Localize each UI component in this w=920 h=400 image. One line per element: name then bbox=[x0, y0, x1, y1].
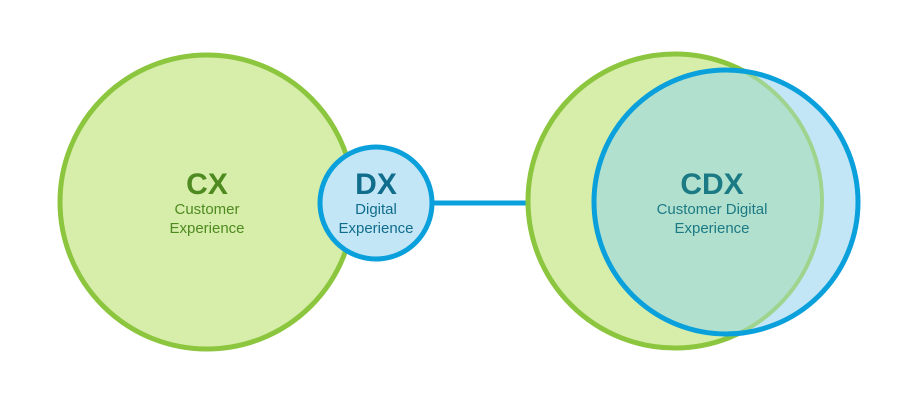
cx-dx-group: CX Customer Experience DX Digital Experi… bbox=[57, 52, 435, 352]
cdx-group: CDX Customer Digital Experience bbox=[525, 51, 861, 351]
dx-abbr: DX bbox=[355, 168, 397, 201]
cdx-label-line2: Experience bbox=[674, 220, 749, 237]
dx-label-line1: Digital bbox=[355, 201, 397, 218]
cdx-green-inner-outline bbox=[594, 70, 824, 334]
cx-label-line1: Customer bbox=[174, 201, 239, 218]
cdx-abbr: CDX bbox=[680, 168, 743, 201]
cdx-blue-circle-outline bbox=[591, 67, 861, 337]
cdx-label-line1: Customer Digital bbox=[657, 201, 768, 218]
cx-label-line2: Experience bbox=[169, 220, 244, 237]
cx-abbr: CX bbox=[186, 168, 228, 201]
dx-label-line2: Experience bbox=[338, 220, 413, 237]
